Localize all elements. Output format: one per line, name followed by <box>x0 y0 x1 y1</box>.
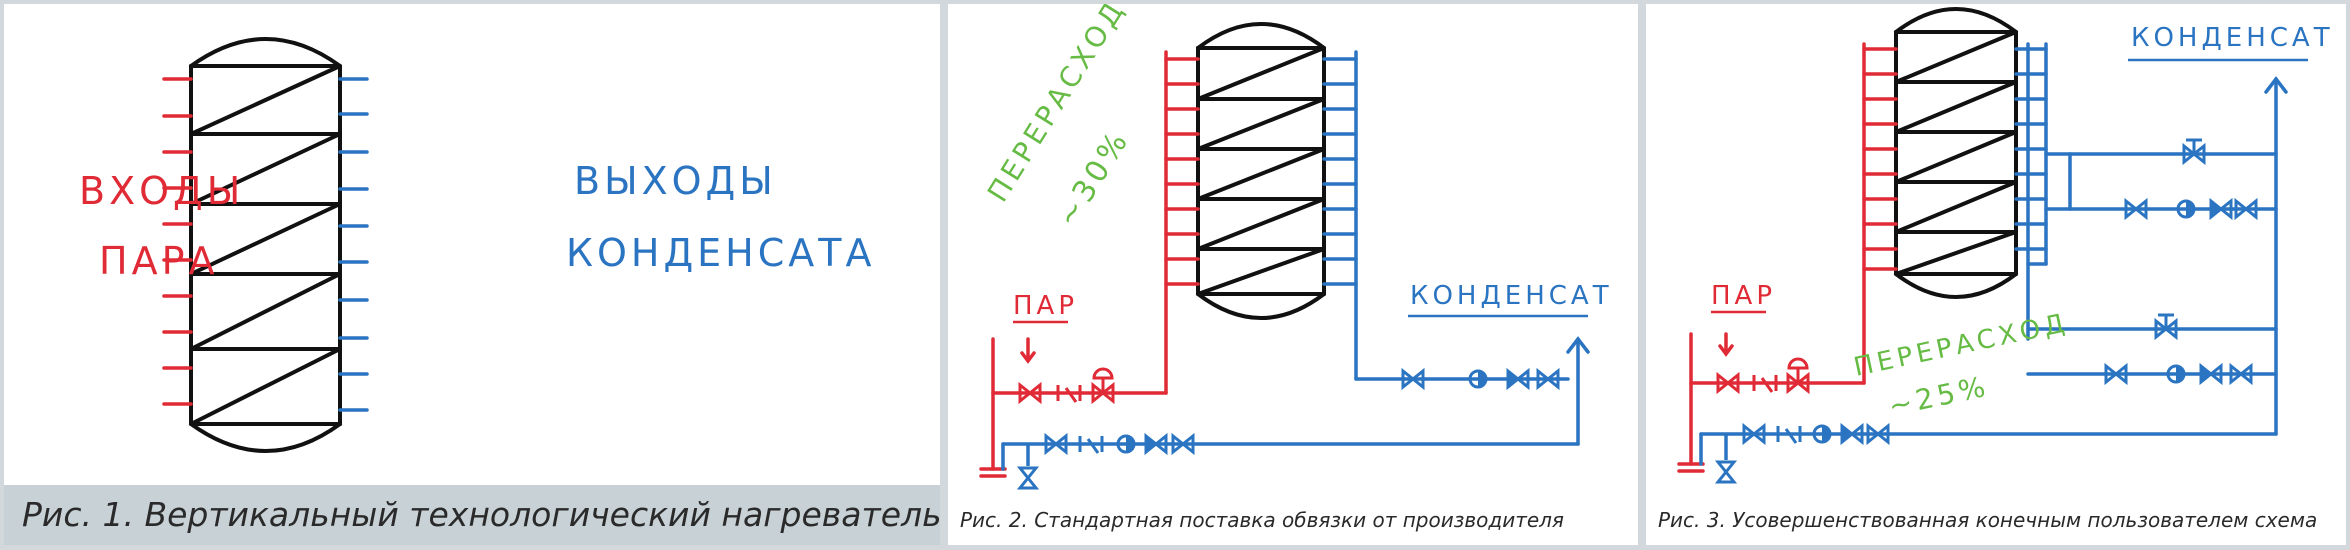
figure-3-panel: ПАР КОНДЕНСАТ ПЕРЕРАСХОД ~25% Рис. 3. Ус… <box>1646 4 2346 545</box>
condensate-manifold <box>1001 50 1590 471</box>
heating-coil <box>189 64 342 426</box>
outlets-label-line2: КОНДЕНСАТА <box>566 231 875 275</box>
overuse-label-line1: ПЕРЕРАСХОД <box>1851 308 2071 383</box>
steam-inlet-stubs <box>162 77 193 406</box>
vessel-top-dome <box>189 37 342 68</box>
steam-valve-train <box>1716 357 1810 393</box>
vessel-bottom-dome <box>189 422 342 453</box>
figure-1-caption: Рис. 1. Вертикальный технологический наг… <box>4 485 940 545</box>
condensate-label: КОНДЕНСАТ <box>1410 281 1613 311</box>
figure-1-panel: ВХОДЫ ПАРА ВЫХОДЫ КОНДЕНСАТА Рис. 1. Вер… <box>4 4 940 545</box>
inlets-label-line2: ПАРА <box>99 239 218 283</box>
steam-manifold <box>979 50 1200 478</box>
steam-strainer <box>1056 385 1082 403</box>
inlets-label-line1: ВХОДЫ <box>79 169 244 213</box>
figure-1-diagram: ВХОДЫ ПАРА ВЫХОДЫ КОНДЕНСАТА <box>79 37 875 453</box>
figure-2-caption: Рис. 2. Стандартная поставка обвязки от … <box>960 508 1564 532</box>
figure-2-panel: ПАР КОНДЕНСАТ ПЕРЕРАСХОД ~30% Рис. 2. Ст… <box>948 4 1638 545</box>
vessel <box>1196 22 1326 320</box>
condensate-outlet-stubs <box>338 77 369 412</box>
actuator-icon <box>1092 367 1114 380</box>
steam-label: ПАР <box>1711 281 1776 311</box>
drain-trap-assembly <box>1018 434 1195 490</box>
figure-3-diagram: ПАР КОНДЕНСАТ ПЕРЕРАСХОД ~25% <box>1677 7 2334 484</box>
outlets-label-line1: ВЫХОДЫ <box>574 159 777 203</box>
drain-trap-assembly <box>1716 424 1890 484</box>
steam-manifold <box>1677 42 1898 473</box>
condensate-manifold <box>1699 42 2288 466</box>
heating-coil <box>1196 46 1326 296</box>
actuator-icon <box>1787 357 1809 370</box>
condensate-trap-assemblies <box>2104 138 2258 384</box>
overuse-label-line2: ~25% <box>1886 369 1992 422</box>
heating-coil <box>1894 30 2018 276</box>
vessel <box>189 37 342 453</box>
vessel <box>1894 7 2018 299</box>
figure-2-diagram: ПАР КОНДЕНСАТ ПЕРЕРАСХОД ~30% <box>979 4 1613 490</box>
steam-label: ПАР <box>1013 291 1078 321</box>
steam-valve-train <box>1018 367 1115 403</box>
condensate-label: КОНДЕНСАТ <box>2131 23 2334 53</box>
figure-3-caption: Рис. 3. Усовершенствованная конечным пол… <box>1658 508 2318 532</box>
overuse-label-line2: ~30% <box>1050 123 1137 233</box>
